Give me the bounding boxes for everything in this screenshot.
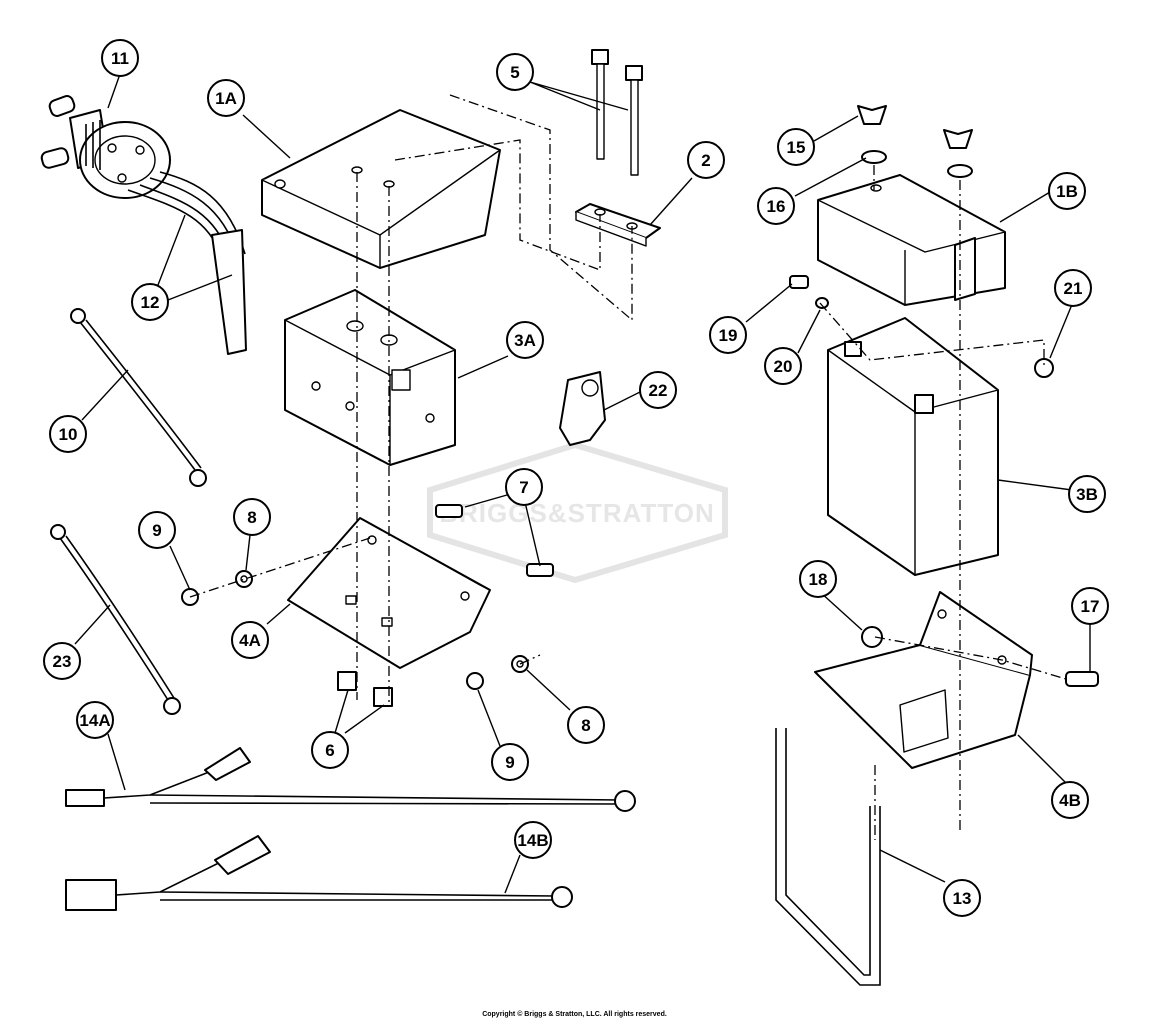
callout-label: 4A [239, 631, 261, 650]
callout-8-right: 8 [567, 706, 605, 744]
callout-8-left: 8 [233, 498, 271, 536]
clip-6-part [337, 671, 393, 707]
callout-label: 6 [325, 741, 334, 760]
callout-label: 1A [215, 89, 237, 108]
callout-19: 19 [709, 316, 747, 354]
callout-label: 7 [519, 478, 528, 497]
callout-17: 17 [1071, 587, 1109, 625]
cable-23-part [50, 524, 181, 715]
clamp-bar-2-part [575, 203, 661, 247]
callout-label: 17 [1081, 597, 1100, 616]
callout-23: 23 [43, 642, 81, 680]
callout-18: 18 [799, 560, 837, 598]
callout-label: 4B [1059, 791, 1081, 810]
callout-22: 22 [639, 371, 677, 409]
callout-5: 5 [496, 53, 534, 91]
nut-21-part [1034, 358, 1054, 378]
wing-nut-15-part [857, 105, 973, 149]
battery-tray-4b-part [814, 591, 1033, 769]
copyright-notice: Copyright © Briggs & Stratton, LLC. All … [482, 1011, 667, 1018]
callout-label: 3B [1076, 485, 1098, 504]
watermark-logo: BRIGGS&STRATTON [427, 441, 728, 584]
washer-16-part [861, 150, 973, 178]
screw-19-part [789, 275, 809, 289]
callout-4b: 4B [1051, 781, 1089, 819]
callout-label: 13 [953, 889, 972, 908]
callout-label: 15 [787, 138, 806, 157]
nut-18-part [861, 626, 883, 648]
callout-9-right: 9 [491, 743, 529, 781]
screw-17-part [1065, 671, 1099, 687]
callout-6: 6 [311, 731, 349, 769]
callout-9-left: 9 [138, 511, 176, 549]
ignition-harness-part [127, 171, 247, 355]
lead-14a-part [65, 747, 636, 812]
callout-13: 13 [943, 879, 981, 917]
callout-16: 16 [757, 187, 795, 225]
callout-label: 8 [581, 716, 590, 735]
callout-label: 9 [152, 521, 161, 540]
callout-label: 11 [111, 49, 129, 68]
callout-14a: 14A [76, 701, 114, 739]
callout-label: 12 [141, 293, 160, 312]
battery-3b-part [827, 317, 999, 576]
callout-15: 15 [777, 128, 815, 166]
callout-label: 19 [719, 326, 738, 345]
callout-2: 2 [687, 141, 725, 179]
battery-cover-1a-part [261, 109, 501, 269]
callout-label: 14A [79, 711, 110, 730]
callout-label: 21 [1064, 279, 1083, 298]
hold-down-1b-part [817, 174, 1006, 306]
cable-10-part [70, 308, 207, 487]
watermark-text: BRIGGS&STRATTON [439, 498, 714, 528]
screw-7-part [435, 504, 554, 577]
callout-label: 18 [809, 570, 828, 589]
callout-11: 11 [101, 39, 139, 77]
washer-20-part [815, 297, 829, 309]
callout-label: 5 [510, 63, 519, 82]
callout-label: 8 [247, 508, 256, 527]
battery-box-3a-part [284, 289, 456, 466]
leader-lines [74, 73, 1091, 894]
callout-label: 23 [53, 652, 72, 671]
ignition-switch-part [40, 95, 171, 199]
callout-label: 3A [514, 331, 536, 350]
bolt-5-part [591, 49, 643, 176]
callout-14b: 14B [514, 821, 552, 859]
callout-10: 10 [49, 415, 87, 453]
clip-22-part [559, 371, 606, 446]
callout-label: 22 [649, 381, 668, 400]
lead-14b-part [65, 835, 573, 911]
callout-21: 21 [1054, 269, 1092, 307]
callout-1a: 1A [207, 79, 245, 117]
callout-label: 14B [517, 831, 548, 850]
callout-4a: 4A [231, 621, 269, 659]
callout-label: 16 [767, 197, 786, 216]
callout-label: 2 [701, 151, 710, 170]
callout-20: 20 [764, 347, 802, 385]
callout-3b: 3B [1068, 475, 1106, 513]
callout-3a: 3A [506, 321, 544, 359]
callout-label: 20 [774, 357, 793, 376]
callout-label: 1B [1056, 182, 1078, 201]
callout-7: 7 [505, 468, 543, 506]
u-rod-13-part [775, 728, 881, 986]
callout-1b: 1B [1048, 172, 1086, 210]
callout-12: 12 [131, 283, 169, 321]
callout-label: 9 [505, 753, 514, 772]
callout-label: 10 [59, 425, 78, 444]
